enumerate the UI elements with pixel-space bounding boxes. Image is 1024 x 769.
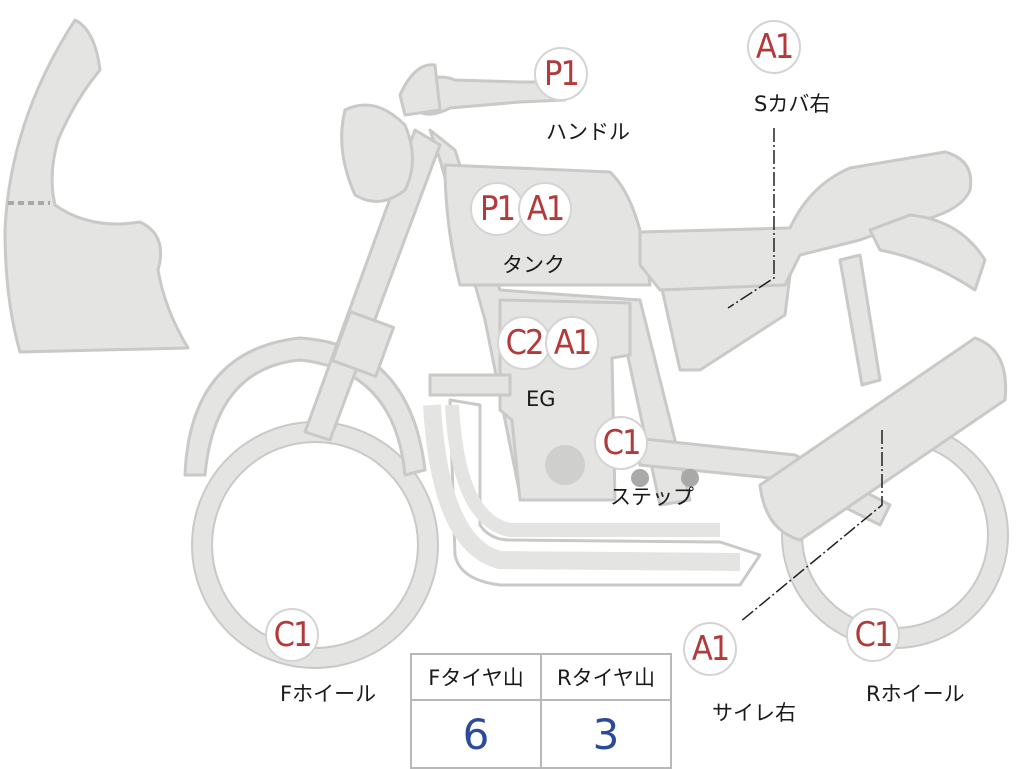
eg-badge-a1: A1: [545, 316, 599, 370]
step-badge-c1: C1: [594, 416, 648, 470]
muffler-label: サイレ右: [712, 701, 796, 725]
step-label: ステップ: [610, 485, 694, 509]
tire-tread-table: Fタイヤ山 Rタイヤ山 6 3: [410, 653, 672, 769]
leader-muffler: [739, 430, 883, 623]
muffler: [758, 336, 1008, 542]
handle-badge-p1: P1: [534, 47, 588, 101]
eg-badge-c2: C2: [497, 316, 551, 370]
eg-label: EG: [526, 387, 556, 411]
front-tire-value: 6: [410, 699, 542, 769]
rwheel-label: Rホイール: [866, 682, 965, 706]
swingarm: [633, 436, 892, 527]
front-cowl: [3, 18, 190, 354]
fwheel-label: Fホイール: [280, 682, 377, 706]
rear-tire-value: 3: [540, 699, 672, 769]
tank-badge-p1: P1: [470, 182, 524, 236]
scover-label: Sカバ右: [754, 92, 831, 116]
exhaust-pipes: [448, 398, 762, 587]
scover-badge-a1: A1: [747, 20, 801, 74]
tank-badge-a1: A1: [518, 182, 572, 236]
rwheel-badge-c1: C1: [846, 608, 900, 662]
leader-scover: [727, 128, 775, 309]
tank-label: タンク: [502, 253, 565, 277]
fwheel-badge-c1: C1: [265, 608, 319, 662]
headlight: [340, 103, 414, 203]
rear-tire-header: Rタイヤ山: [540, 653, 672, 701]
handle-label: ハンドル: [546, 120, 630, 144]
muffler-badge-a1: A1: [683, 622, 737, 676]
front-tire-header: Fタイヤ山: [410, 653, 542, 701]
